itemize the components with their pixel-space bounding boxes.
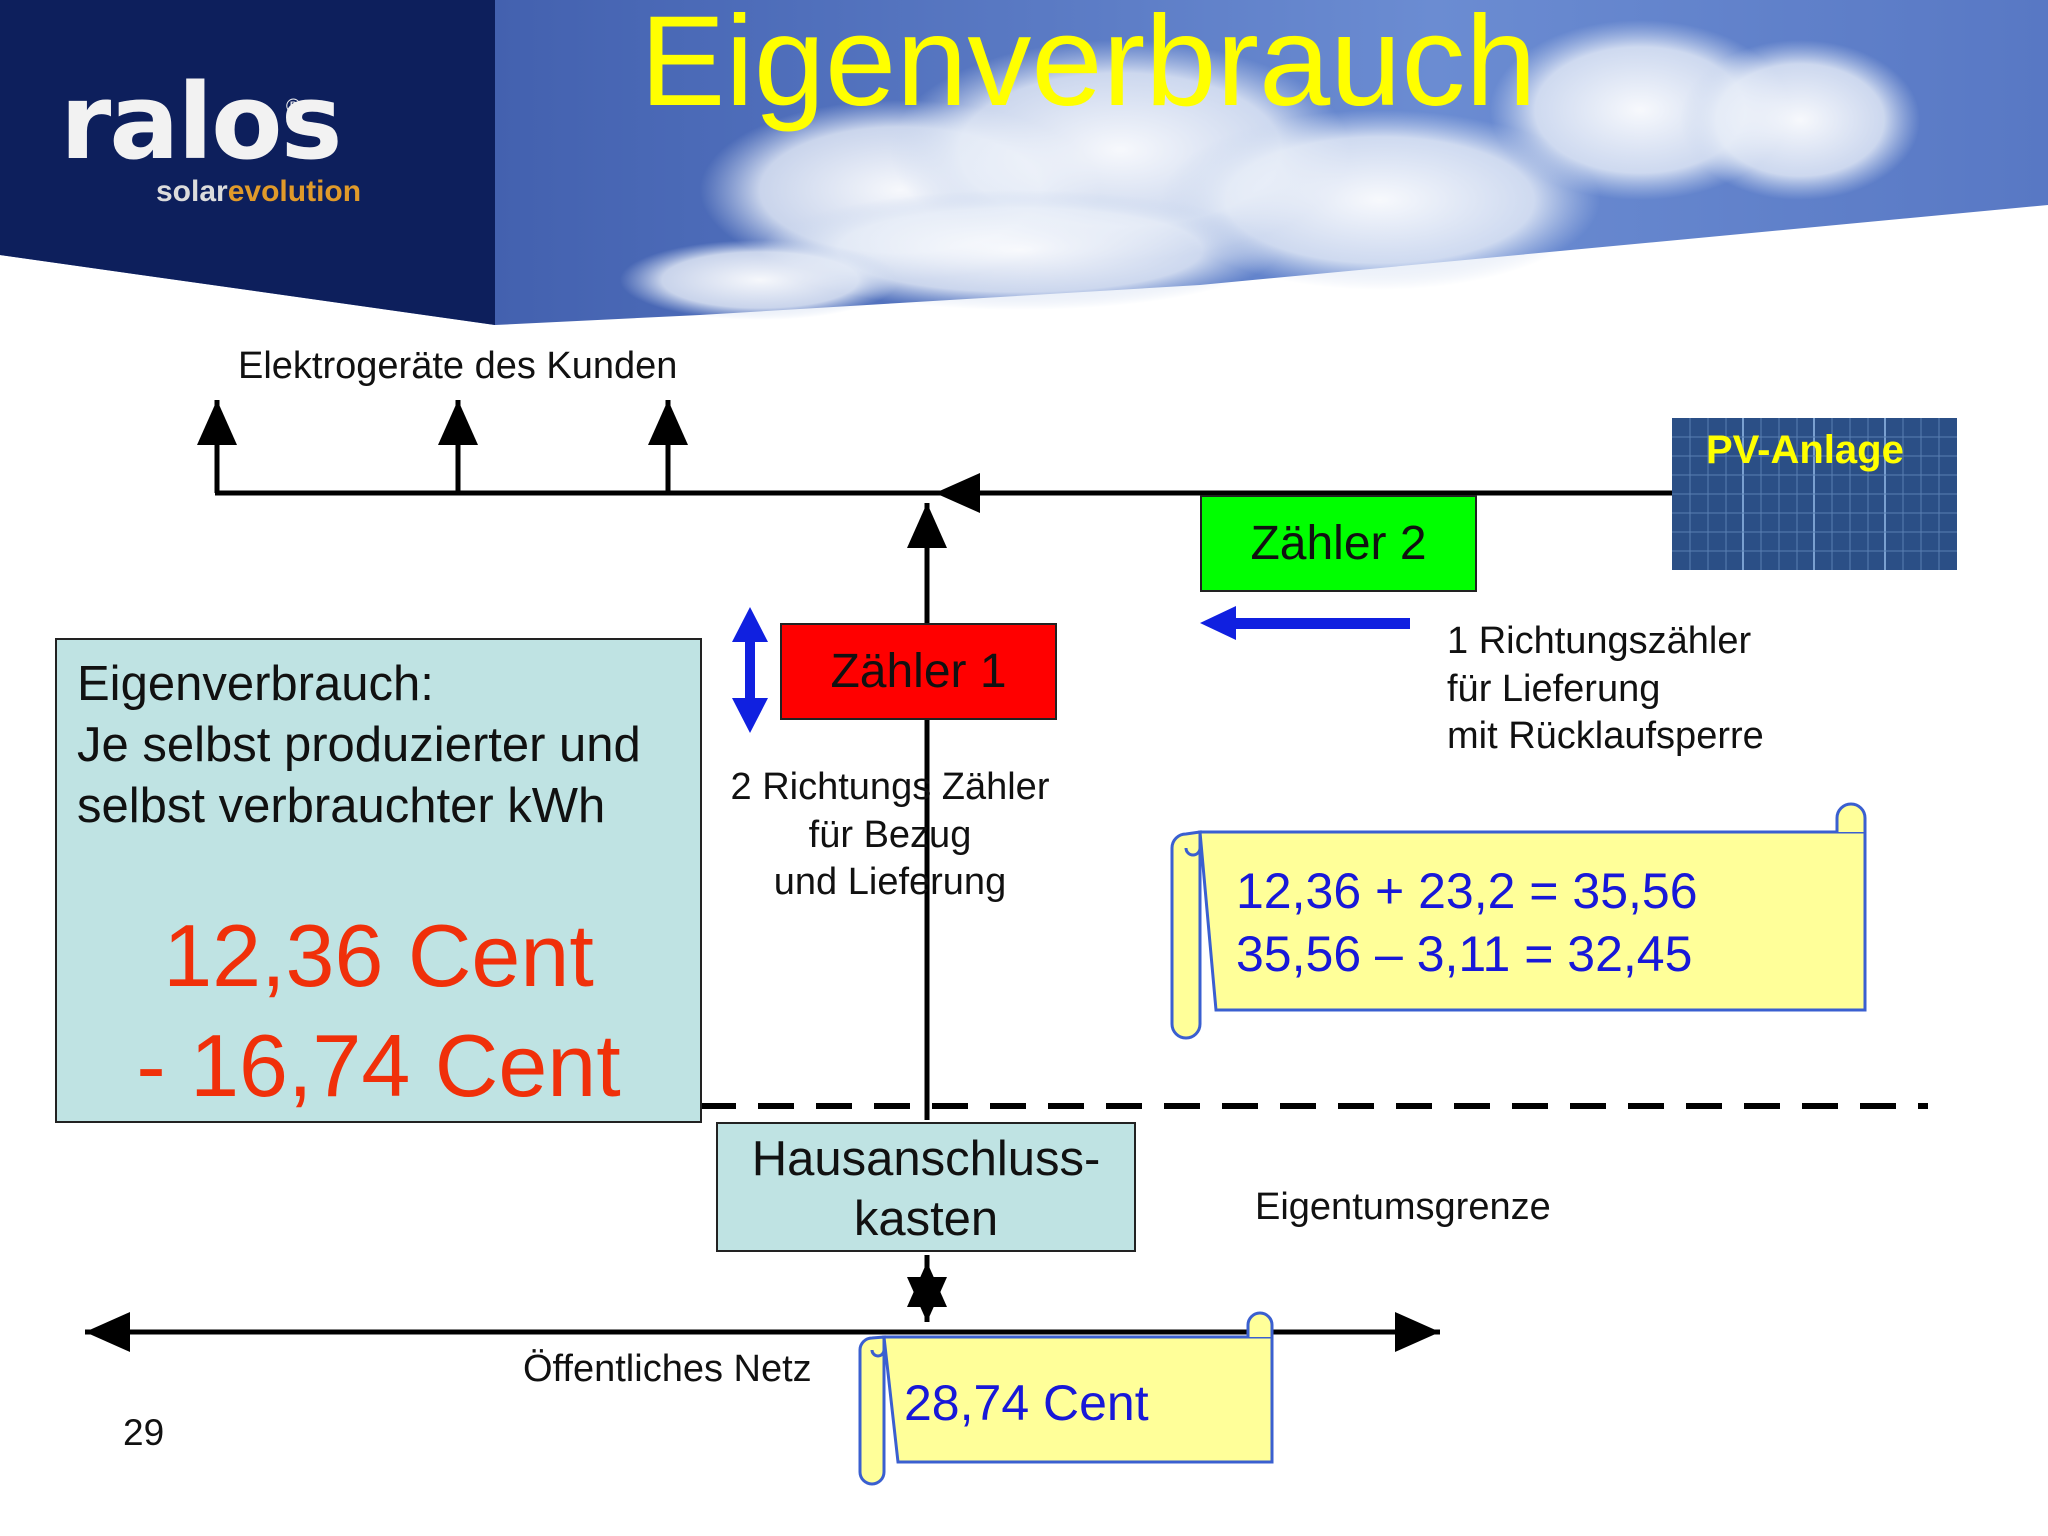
- meter-2-box: Zähler 2: [1200, 495, 1477, 592]
- info-value-1: 12,36 Cent: [163, 906, 594, 1005]
- meter-1-box: Zähler 1: [780, 623, 1057, 720]
- info-value-2: - 16,74 Cent: [136, 1016, 621, 1115]
- meter-2-description: 1 Richtungszähler für Lieferung mit Rück…: [1447, 620, 1764, 757]
- header-sky-background: [0, 0, 2048, 325]
- registered-mark: ®: [286, 96, 301, 118]
- self-consumption-info-box: Eigenverbrauch: Je selbst produzierter u…: [55, 638, 702, 1123]
- info-box-text: Eigenverbrauch: Je selbst produzierter u…: [77, 657, 641, 833]
- property-line-label: Eigentumsgrenze: [1255, 1186, 1551, 1228]
- calc-scroll-text: 12,36 + 23,2 = 35,56 35,56 – 3,11 = 32,4…: [1236, 863, 1698, 982]
- pv-panel-icon: [1672, 418, 1957, 570]
- calc-scroll-shape: [1170, 802, 1867, 1040]
- connection-box: Hausanschluss- kasten: [716, 1122, 1136, 1252]
- meter-2-label: Zähler 2: [1250, 516, 1427, 570]
- devices-label: Elektrogeräte des Kunden: [238, 345, 678, 387]
- meter-1-label: Zähler 1: [830, 644, 1007, 698]
- page-title: Eigenverbrauch: [640, 0, 1537, 133]
- meter-1-description: 2 Richtungs Zähler für Bezug und Lieferu…: [730, 766, 1050, 903]
- ralos-logo: ralos: [60, 61, 342, 183]
- grid-price-text: 28,74 Cent: [904, 1375, 1149, 1431]
- grid-scroll-shape: [858, 1311, 1274, 1486]
- logo-panel: ralos ® solarevolution: [0, 0, 495, 325]
- pv-label: PV-Anlage: [1706, 428, 1904, 472]
- page-number: 29: [123, 1412, 165, 1453]
- logo-tagline: solarevolution: [156, 175, 362, 208]
- grid-label: Öffentliches Netz: [523, 1348, 812, 1390]
